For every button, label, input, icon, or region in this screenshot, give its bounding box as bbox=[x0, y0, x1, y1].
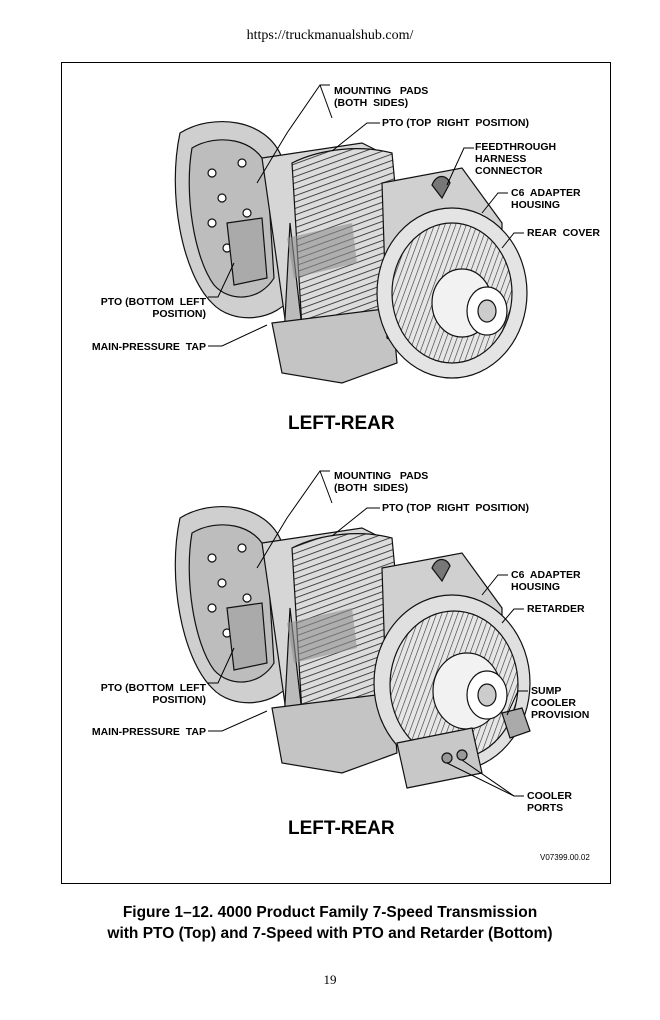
label-pto-top-right-top: PTO (TOP RIGHT POSITION) bbox=[382, 117, 530, 129]
label-main-pressure-tap-top: MAIN-PRESSURE TAP bbox=[91, 341, 206, 353]
label-pto-bottom-left-bottom: PTO (BOTTOM LEFT POSITION) bbox=[100, 682, 206, 706]
top-transmission bbox=[174, 121, 528, 384]
bottom-leader-lines bbox=[208, 470, 528, 797]
label-rear-cover: REAR COVER bbox=[527, 227, 600, 239]
figure-frame: MOUNTING PADS (BOTH SIDES) PTO (TOP RIGH… bbox=[61, 62, 611, 884]
label-mounting-pads-bottom: MOUNTING PADS (BOTH SIDES) bbox=[334, 470, 429, 494]
bottom-transmission bbox=[174, 506, 531, 789]
drawing-code: V07399.00.02 bbox=[540, 853, 590, 862]
view-title-bottom: LEFT-REAR bbox=[288, 818, 395, 839]
page-number: 19 bbox=[323, 972, 337, 987]
caption-line-2: with PTO (Top) and 7-Speed with PTO and … bbox=[107, 925, 553, 942]
transmission-diagram bbox=[174, 84, 531, 797]
label-retarder: RETARDER bbox=[527, 603, 585, 615]
label-mounting-pads-top: MOUNTING PADS (BOTH SIDES) bbox=[334, 85, 429, 109]
label-feedthrough-harness-connector: FEEDTHROUGH HARNESS CONNECTOR bbox=[475, 141, 557, 177]
top-leader-lines bbox=[208, 84, 524, 347]
figure-caption: Figure 1–12. 4000 Product Family 7-Speed… bbox=[0, 902, 660, 944]
label-cooler-ports: COOLER PORTS bbox=[527, 790, 572, 814]
label-main-pressure-tap-bottom: MAIN-PRESSURE TAP bbox=[91, 726, 206, 738]
label-c6-adapter-housing-bottom: C6 ADAPTER HOUSING bbox=[511, 569, 581, 593]
caption-line-1: Figure 1–12. 4000 Product Family 7-Speed… bbox=[122, 904, 538, 921]
label-pto-bottom-left-top: PTO (BOTTOM LEFT POSITION) bbox=[100, 296, 206, 320]
label-pto-top-right-bottom: PTO (TOP RIGHT POSITION) bbox=[382, 502, 530, 514]
view-title-top: LEFT-REAR bbox=[288, 413, 395, 434]
label-c6-adapter-housing-top: C6 ADAPTER HOUSING bbox=[511, 187, 581, 211]
label-sump-cooler-provision: SUMP COOLER PROVISION bbox=[531, 685, 590, 721]
source-url[interactable]: https://truckmanualshub.com/ bbox=[246, 28, 414, 43]
